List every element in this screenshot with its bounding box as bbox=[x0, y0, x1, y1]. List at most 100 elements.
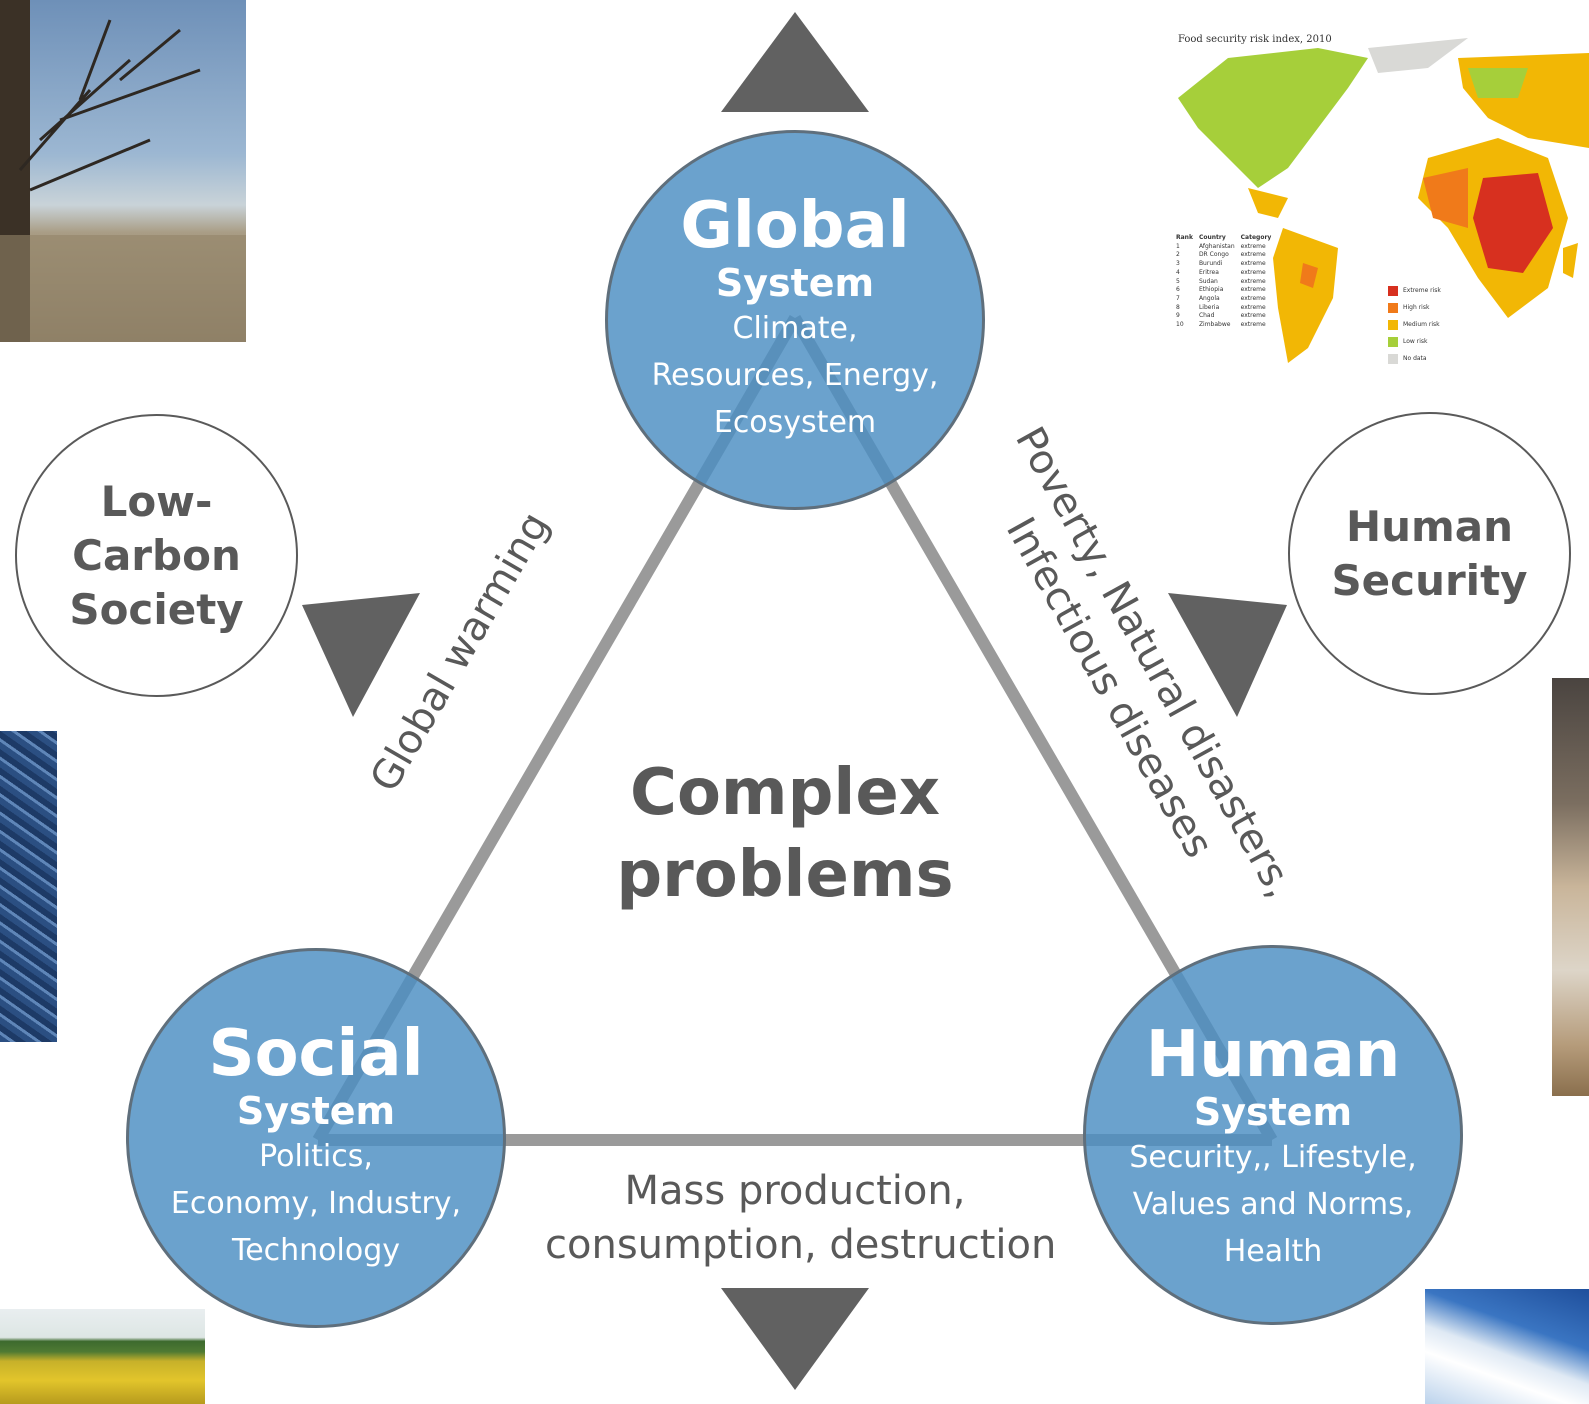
center-line2: problems bbox=[616, 838, 954, 912]
rank-cell: 6 bbox=[1176, 286, 1180, 294]
mass-line1: Mass production, bbox=[624, 1168, 966, 1214]
world-map-graphic bbox=[1178, 38, 1589, 363]
legend-label: No data bbox=[1403, 355, 1427, 362]
country-cell: Ethiopia bbox=[1198, 286, 1224, 294]
arrow-down-left-icon bbox=[302, 593, 420, 717]
category-cell: extreme bbox=[1240, 251, 1266, 259]
rank-cell: 10 bbox=[1176, 321, 1184, 329]
cloudy-sky-photo bbox=[1425, 1289, 1589, 1404]
country-cell: Chad bbox=[1198, 312, 1215, 320]
category-cell: extreme bbox=[1240, 321, 1266, 329]
human-system-title: Human bbox=[1145, 1018, 1401, 1092]
category-cell: extreme bbox=[1240, 268, 1266, 276]
country-cell: Zimbabwe bbox=[1198, 321, 1231, 329]
rank-cell: 7 bbox=[1176, 294, 1180, 302]
food-security-map: Food security risk index, 2010 Rank Coun… bbox=[1168, 28, 1589, 372]
arrow-down-right-icon bbox=[1168, 593, 1287, 717]
legend-item: Extreme risk bbox=[1388, 282, 1441, 299]
global-system-title: Global bbox=[680, 189, 910, 263]
sunflower-field-photo bbox=[0, 1309, 205, 1404]
legend-swatch bbox=[1388, 319, 1398, 330]
table-row: 8 Liberia extreme bbox=[1176, 304, 1277, 313]
mass-line2: consumption, destruction bbox=[545, 1222, 1057, 1268]
rank-cell: 4 bbox=[1176, 268, 1180, 276]
table-row: 4 Eritrea extreme bbox=[1176, 269, 1277, 278]
table-row: 10 Zimbabwe extreme bbox=[1176, 321, 1277, 330]
mass-production-label: Mass production, consumption, destructio… bbox=[545, 1164, 1057, 1272]
legend-item: No data bbox=[1388, 350, 1441, 367]
social-system-line2: Economy, Industry, bbox=[170, 1186, 462, 1221]
country-cell: DR Congo bbox=[1198, 251, 1229, 259]
category-header: Category bbox=[1240, 234, 1272, 241]
rank-cell: 3 bbox=[1176, 260, 1180, 268]
social-system-line1: Politics, bbox=[259, 1139, 373, 1174]
legend-item: High risk bbox=[1388, 299, 1441, 316]
category-cell: extreme bbox=[1240, 286, 1266, 294]
circuit-board-photo bbox=[0, 731, 57, 1042]
rank-header: Rank bbox=[1176, 234, 1193, 241]
global-system-circle: Global System Climate, Resources, Energy… bbox=[605, 130, 985, 510]
arrow-up-icon bbox=[721, 12, 869, 112]
country-cell: Liberia bbox=[1198, 303, 1220, 311]
category-cell: extreme bbox=[1240, 260, 1266, 268]
category-cell: extreme bbox=[1240, 242, 1266, 250]
social-system-line3: Technology bbox=[231, 1233, 401, 1268]
category-cell: extreme bbox=[1240, 294, 1266, 302]
global-system-line3: Ecosystem bbox=[713, 405, 877, 440]
human-security-line2: Security bbox=[1331, 555, 1528, 605]
global-system-line1: Climate, bbox=[732, 311, 858, 346]
legend-label: High risk bbox=[1403, 304, 1430, 311]
arrow-down-icon bbox=[721, 1288, 869, 1390]
rank-cell: 2 bbox=[1176, 251, 1180, 259]
category-cell: extreme bbox=[1240, 303, 1266, 311]
map-legend: Extreme risk High risk Medium risk Low r… bbox=[1388, 282, 1441, 367]
social-system-subtitle: System bbox=[236, 1089, 396, 1133]
human-security-circle: Human Security bbox=[1288, 412, 1571, 695]
rank-cell: 1 bbox=[1176, 242, 1180, 250]
country-cell: Angola bbox=[1198, 294, 1220, 302]
low-carbon-society-circle: Low- Carbon Society bbox=[15, 414, 298, 697]
rank-table-header: Rank Country Category bbox=[1176, 234, 1277, 243]
human-system-line1: Security,, Lifestyle, bbox=[1129, 1140, 1417, 1175]
country-cell: Eritrea bbox=[1198, 268, 1219, 276]
legend-label: Extreme risk bbox=[1403, 287, 1441, 294]
legend-swatch bbox=[1388, 353, 1398, 364]
rank-cell: 8 bbox=[1176, 303, 1180, 311]
complex-problems-label: Complex problems bbox=[560, 752, 1010, 916]
legend-label: Low risk bbox=[1403, 338, 1428, 345]
legend-swatch bbox=[1388, 302, 1398, 313]
table-row: 3 Burundi extreme bbox=[1176, 260, 1277, 269]
person-photo bbox=[1552, 678, 1589, 1096]
table-row: 5 Sudan extreme bbox=[1176, 278, 1277, 287]
table-row: 2 DR Congo extreme bbox=[1176, 251, 1277, 260]
country-header: Country bbox=[1198, 234, 1226, 241]
low-carbon-line2: Carbon bbox=[72, 530, 241, 580]
human-system-line2: Values and Norms, bbox=[1132, 1187, 1414, 1222]
legend-item: Medium risk bbox=[1388, 316, 1441, 333]
human-system-subtitle: System bbox=[1193, 1090, 1353, 1134]
table-row: 9 Chad extreme bbox=[1176, 312, 1277, 321]
country-cell: Burundi bbox=[1198, 260, 1223, 268]
social-system-circle: Social System Politics, Economy, Industr… bbox=[126, 948, 506, 1328]
category-cell: extreme bbox=[1240, 312, 1266, 320]
human-security-line1: Human bbox=[1345, 501, 1514, 551]
legend-item: Low risk bbox=[1388, 333, 1441, 350]
human-system-line3: Health bbox=[1223, 1234, 1323, 1269]
legend-swatch bbox=[1388, 285, 1398, 296]
rank-cell: 9 bbox=[1176, 312, 1180, 320]
drought-tree-photo bbox=[0, 0, 246, 342]
rank-cell: 5 bbox=[1176, 277, 1180, 285]
category-cell: extreme bbox=[1240, 277, 1266, 285]
legend-swatch bbox=[1388, 336, 1398, 347]
legend-label: Medium risk bbox=[1403, 321, 1440, 328]
global-system-line2: Resources, Energy, bbox=[651, 358, 939, 393]
map-title: Food security risk index, 2010 bbox=[1178, 34, 1332, 45]
social-system-title: Social bbox=[208, 1017, 424, 1091]
low-carbon-line3: Society bbox=[69, 584, 244, 634]
country-cell: Sudan bbox=[1198, 277, 1218, 285]
human-system-circle: Human System Security,, Lifestyle, Value… bbox=[1083, 945, 1463, 1325]
table-row: 6 Ethiopia extreme bbox=[1176, 286, 1277, 295]
global-system-subtitle: System bbox=[715, 261, 875, 305]
